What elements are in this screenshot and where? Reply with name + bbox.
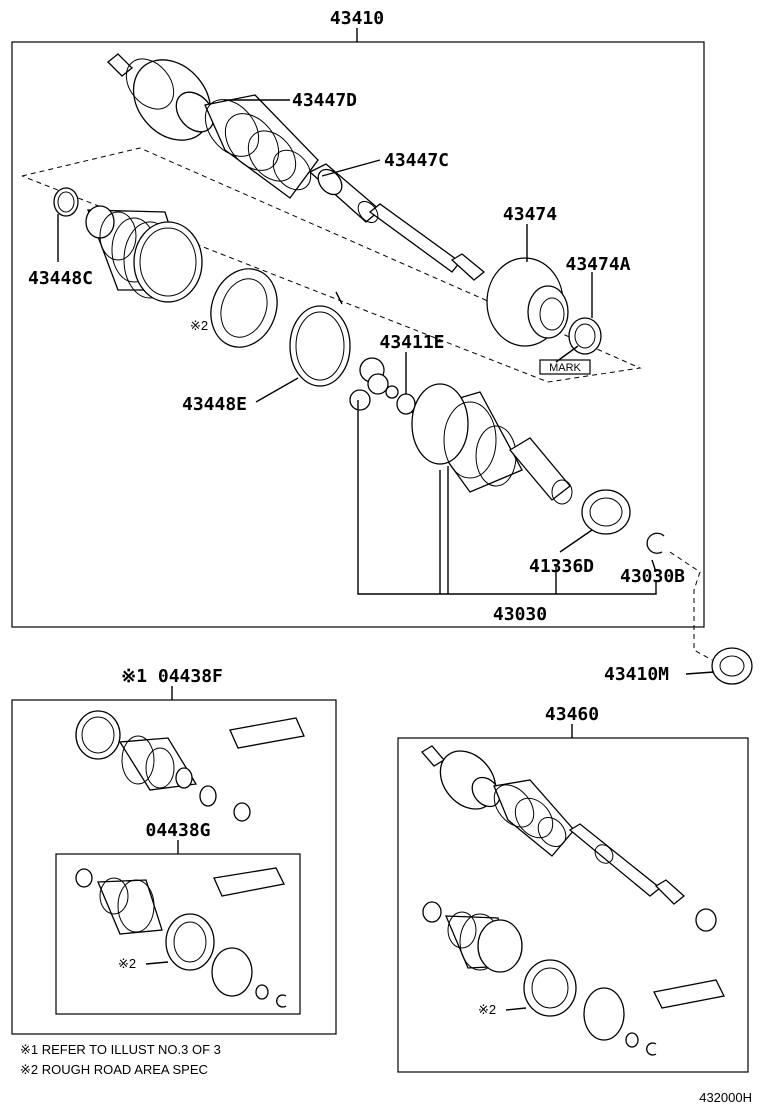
label-inboard-clamp: 43448C: [28, 268, 93, 289]
label-snap-ring: 43411E: [379, 332, 444, 353]
inboard-boot: [85, 205, 203, 303]
kit-outer-boot: [75, 710, 251, 822]
boot-kit-frame: [11, 699, 337, 1035]
outer-seal: [711, 647, 753, 685]
alt-inboard-boot: [422, 901, 657, 1056]
note-1: ※1 REFER TO ILLUST NO.3 OF 3: [20, 1042, 221, 1057]
inboard-seal: [581, 489, 631, 535]
drive-shaft-upper: [107, 53, 486, 281]
label-boot-kit-inner: 04438G: [145, 820, 210, 841]
label-boot-inner-clamp: 43447C: [384, 150, 449, 171]
label-circlip: 43030B: [620, 566, 685, 587]
circlip: [646, 532, 665, 554]
label-dust-cover: 43474A: [565, 254, 630, 275]
label-dust-deflector: 43474: [503, 204, 557, 225]
dust-deflector: [486, 257, 569, 347]
mark-box-text: MARK: [549, 362, 581, 374]
inboard-boot-clamp: [53, 187, 79, 217]
mark-rough-road-3: ※2: [478, 1002, 496, 1017]
label-alt-assembly: 43460: [545, 704, 599, 725]
alt-grease-pack: [653, 979, 725, 1009]
alt-assembly-frame: [397, 737, 749, 1073]
label-inboard-joint: 43030: [493, 604, 547, 625]
mark-box: [539, 359, 591, 375]
kit-inner-boot: [75, 868, 287, 1008]
drive-shaft-alt: [421, 745, 717, 932]
snap-ring: [396, 393, 416, 415]
kit-grease-pack: [229, 717, 305, 749]
inboard-group-outline: [21, 147, 642, 383]
kit-inner-grease-pack: [213, 867, 285, 897]
inboard-joint: [410, 383, 573, 505]
inboard-joint-housing: [210, 268, 278, 348]
label-outer-seal: 43410M: [604, 664, 669, 685]
note-2: ※2 ROUGH ROAD AREA SPEC: [20, 1062, 208, 1077]
label-inboard-band: 43448E: [182, 394, 247, 415]
main-assembly-frame: [11, 41, 705, 628]
label-main-assembly: 43410: [330, 8, 384, 29]
label-boot-outer-clamp: 43447D: [292, 90, 357, 111]
footer-code: 432000H: [699, 1090, 752, 1105]
tripod-joint: [349, 357, 399, 411]
dust-cover: [568, 317, 602, 355]
mark-rough-road-2: ※2: [118, 956, 136, 971]
label-boot-kit: ※1 04438F: [121, 666, 223, 687]
label-seal: 41336D: [529, 556, 594, 577]
inboard-band: [289, 291, 351, 387]
mark-rough-road-1: ※2: [190, 318, 208, 333]
